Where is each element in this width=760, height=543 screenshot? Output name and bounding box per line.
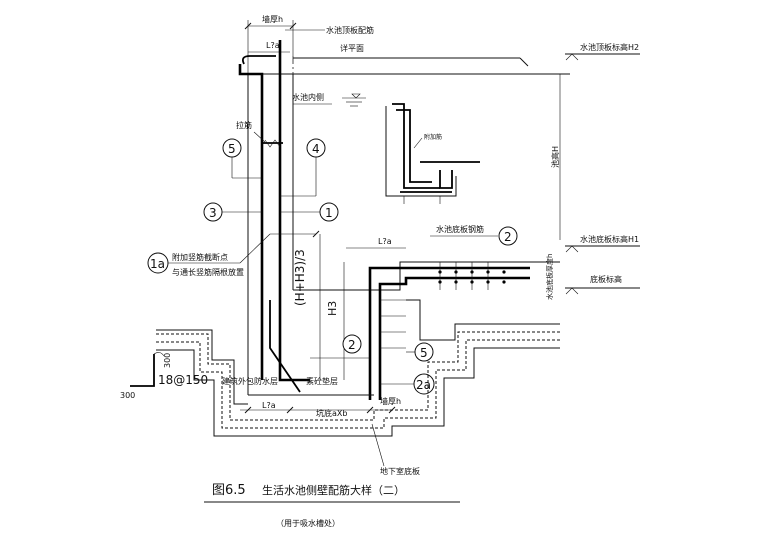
callout-2-top-text: 2	[504, 230, 512, 244]
top-rebar-label: 水池顶板配筋	[326, 25, 374, 35]
figure-subtitle: （用于吸水槽处）	[276, 518, 340, 528]
dim-300-horizontal: 300	[120, 391, 135, 400]
callout-2-mid	[342, 334, 362, 354]
rebar-spec: 18@150	[158, 373, 208, 387]
waterproof-label: 建筑外包防水层	[222, 376, 278, 386]
callout-2a-text: 2a	[416, 378, 431, 392]
top-hook	[241, 55, 276, 65]
bd-tick-4	[388, 406, 396, 414]
bd-tick-2	[286, 406, 294, 414]
inset-label: 附加筋	[424, 133, 442, 141]
callout-3	[203, 202, 223, 222]
concrete-inner	[156, 331, 560, 421]
sump-ties	[380, 299, 406, 349]
bottom-bot-rebar	[378, 276, 530, 400]
slab-thk-label: 水池底板厚度h	[545, 254, 554, 300]
la-mid-label: L?a	[378, 237, 392, 246]
slab-bottom-label: 底板标高	[590, 274, 622, 284]
additional-vertical-rebar	[269, 300, 301, 393]
top-elev-mark	[565, 53, 579, 61]
tie-bar-label: 拉筋	[236, 120, 252, 130]
top-elev-label: 水池顶板标高H2	[580, 42, 639, 52]
callout-2-mid-text: 2	[348, 338, 356, 352]
inner-vertical-rebar	[278, 40, 310, 382]
callout-1a-text: 1a	[150, 257, 165, 271]
inner-side-label: 水池内侧	[292, 92, 324, 102]
height-label: 池高H	[550, 146, 560, 168]
concrete-mid	[156, 339, 560, 429]
waterproof-line	[156, 329, 248, 405]
callout-1-text: 1	[325, 206, 333, 220]
wall-thickness-bot-label: 墙厚h	[380, 396, 401, 406]
anchor-tick	[312, 230, 320, 238]
base-slab-label: 地下室底板	[380, 466, 420, 476]
bottom-top-rebar	[368, 266, 530, 400]
bottom-rebar-label: 水池底板钢筋	[436, 224, 484, 234]
bd-tick-3	[366, 406, 374, 414]
callout-4	[306, 138, 326, 158]
concrete-outer	[156, 347, 560, 437]
h3-expression: (H+H3)/3	[293, 249, 307, 306]
sump-size-label: 坑底aXb	[316, 408, 347, 418]
slab-underside	[406, 299, 560, 341]
wall-thickness-top-label: 墙厚h	[262, 14, 283, 24]
figure-number: 图6.5	[212, 483, 246, 498]
callout-3-text: 3	[209, 206, 217, 220]
water-level-triangle	[351, 93, 361, 99]
anchor-label-2: 与通长竖筋隔根放置	[172, 267, 244, 277]
callout-4-text: 4	[312, 142, 320, 156]
slab-ties	[439, 262, 489, 290]
bottom-elev-mark	[565, 245, 579, 253]
tie-bar-zigzag	[264, 139, 281, 148]
slab-bottom-mark	[565, 287, 579, 295]
h3-label: H3	[326, 301, 339, 316]
callout-1	[319, 202, 339, 222]
water-surface-label: 详平面	[340, 43, 364, 53]
cushion-label: 素砼垫层	[306, 376, 338, 386]
la-top-label: L?a	[266, 41, 280, 50]
inset-leader	[413, 137, 423, 149]
bd-tick-1	[244, 406, 252, 414]
outer-vertical-rebar	[238, 64, 264, 380]
inset-bar-5	[439, 170, 453, 189]
hook-bar	[130, 354, 155, 387]
la-bottom-label: L?a	[262, 401, 276, 410]
figure-title: 生活水池侧壁配筋大样（二）	[262, 483, 405, 497]
inset-bar-1	[392, 103, 440, 189]
base-slab-leader	[371, 423, 385, 467]
bottom-elev-label: 水池底板标高H1	[580, 234, 639, 244]
inset-bar-2	[396, 109, 432, 183]
callout-1a-leader-2	[239, 233, 271, 264]
pool-floor-line	[293, 261, 560, 291]
callout-5-right-text: 5	[420, 346, 428, 360]
callout-5	[222, 138, 242, 158]
tie-leader	[253, 131, 266, 143]
anchor-label: 附加竖筋截断点	[172, 252, 228, 262]
water-surface-tick	[519, 57, 529, 67]
callout-2-top	[498, 226, 518, 246]
dim-300-vertical: 300	[163, 353, 172, 368]
callout-5-text: 5	[228, 142, 236, 156]
hook-end	[153, 352, 165, 357]
inset-outline	[385, 106, 457, 197]
